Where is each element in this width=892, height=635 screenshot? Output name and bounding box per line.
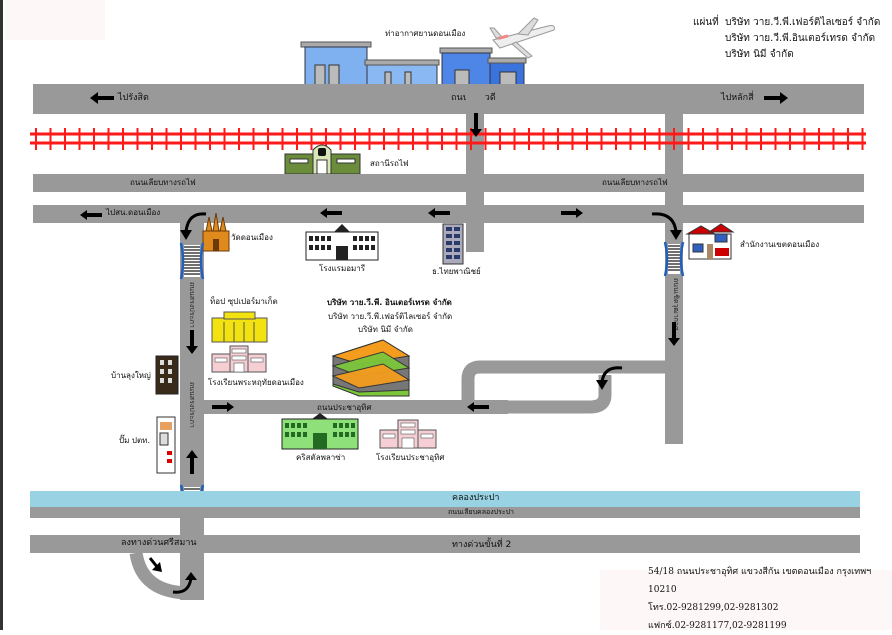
company-line-1: บริษัท วาย.วี.พี. อินเตอร์เทรด จำกัด xyxy=(327,298,452,307)
title-prefix: แผ่นที่ xyxy=(693,17,719,28)
arrow-left-icon xyxy=(428,208,450,218)
train-station-label: สถานีรถไฟ xyxy=(370,159,409,168)
arrow-left-icon xyxy=(90,92,114,104)
turn-up-arrow-icon xyxy=(172,572,197,594)
arrow-right-icon xyxy=(212,402,234,412)
rail-side-road-1 xyxy=(33,174,864,192)
company-building-icon xyxy=(331,339,411,397)
arrow-left-icon xyxy=(467,402,489,412)
arrow-down-right-icon xyxy=(148,557,162,572)
turn-arrow-icon xyxy=(596,366,623,390)
gas-station-label: ปั๊ม ปตท. xyxy=(119,436,150,445)
rail-road-label-1: ถนนเลียบทางรถไฟ xyxy=(130,178,196,187)
prachauthit-label: ถนนประชาอุทิศ xyxy=(317,403,372,412)
hotel-label: โรงแรมอมารี xyxy=(319,264,366,273)
arrow-down-icon xyxy=(668,322,680,346)
hotel-building-icon xyxy=(305,224,379,261)
title-company-1: บริษัท วาย.วี.พี.เฟอร์ติไลเซอร์ จำกัด xyxy=(725,17,881,28)
company-line-2: บริษัท วาย.วี.พี.เฟอร์ติไลเซอร์ จำกัด xyxy=(328,312,453,321)
airplane-icon xyxy=(489,17,555,59)
map-title: แผ่นที่ บริษัท วาย.วี.พี.เฟอร์ติไลเซอร์ … xyxy=(693,15,880,63)
plaza-building-icon xyxy=(281,413,359,450)
arrow-left-icon xyxy=(320,208,342,218)
temple-icon xyxy=(202,212,230,252)
rail-road-label-2: ถนนเลียบทางรถไฟ xyxy=(602,178,668,187)
supermarket-icon xyxy=(211,311,268,343)
school-2-label: โรงเรียนประชาอุทิศ xyxy=(376,453,445,462)
school-building-icon xyxy=(211,345,267,373)
district-office-label: สำนักงานเขตดอนเมือง xyxy=(740,240,820,249)
crosswalk[interactable] xyxy=(179,242,205,280)
company-line-3: บริษัท นิมี จำกัด xyxy=(358,325,413,334)
songprapa-label-2: ถนนสรงประภา xyxy=(188,382,196,428)
house-label: บ้านลุงใหญ่ xyxy=(111,371,151,380)
arrow-right-icon xyxy=(561,208,583,218)
gas-station-icon xyxy=(156,416,176,474)
fax-text: แฟกซ์.02-9281177,02-9281199 xyxy=(648,621,787,631)
airport-building-icon xyxy=(300,41,527,86)
curved-road xyxy=(440,360,680,414)
railway-track xyxy=(30,128,866,150)
wat-label: วัดดอนเมือง xyxy=(231,233,273,242)
contact-block: 54/18 ถนนประชาอุทิศ แขวงสีกัน เขตดอนเมือ… xyxy=(648,563,892,635)
expressway-exit-label: ลงทางด่วนศรีสมาน xyxy=(121,538,197,548)
bank-label: ธ.ไทยพาณิชย์ xyxy=(432,267,481,276)
bank-building-icon xyxy=(442,223,464,265)
expressway xyxy=(30,535,860,553)
address-panel xyxy=(600,570,892,630)
prachauthit-road xyxy=(204,400,508,414)
turn-arrow-icon xyxy=(180,212,207,240)
train-station-icon xyxy=(284,144,361,175)
airport-label: ท่าอากาศยานดอนเมือง xyxy=(385,29,466,38)
songprapa-label-1: ถนนสรงประภา xyxy=(188,282,196,328)
canal-side-road xyxy=(30,507,860,518)
turn-arrow-icon xyxy=(651,212,682,240)
to-rangsit-label: ไปรังสิต xyxy=(118,93,149,103)
to-laksi-label: ไปหลักสี่ xyxy=(721,93,754,103)
phone-text: โทร.02-9281299,02-9281302 xyxy=(648,603,779,613)
arrow-right-icon xyxy=(764,92,788,104)
canal-road-label: ถนนเลียบคลองประปา xyxy=(448,508,514,516)
arrow-down-icon xyxy=(186,330,198,354)
connector-road-center xyxy=(466,84,484,252)
to-district-label: ไปสน.ดอนเมือง xyxy=(106,208,161,217)
arrow-up-icon xyxy=(186,450,198,474)
expressway-label: ทางด่วนขั้นที่ 2 xyxy=(452,540,512,550)
arrow-left-icon xyxy=(80,210,102,220)
vibhavadi-road xyxy=(33,84,864,114)
background-panel xyxy=(5,0,105,40)
crosswalk[interactable] xyxy=(663,241,685,277)
address-text: 54/18 ถนนประชาอุทิศ แขวงสีกัน เขตดอนเมือ… xyxy=(648,567,872,595)
arrow-down-icon xyxy=(470,113,482,137)
house-icon xyxy=(155,355,179,395)
supermarket-label: ท็อป ซุปเปอร์มาเก็ต xyxy=(210,297,278,306)
title-company-2: บริษัท วาย.วี.พี.อินเตอร์เทรด จำกัด xyxy=(725,33,876,44)
left-border xyxy=(0,0,3,630)
canal xyxy=(30,491,860,507)
plaza-label: คริสตัลพลาซ่า xyxy=(296,453,346,462)
canal-label: คลองประปา xyxy=(452,493,500,503)
district-office-icon xyxy=(685,223,735,260)
school-1-label: โรงเรียนพระหฤทัยดอนเมือง xyxy=(208,378,304,387)
school-building-icon xyxy=(379,419,437,449)
title-company-3: บริษัท นิมี จำกัด xyxy=(725,49,794,60)
